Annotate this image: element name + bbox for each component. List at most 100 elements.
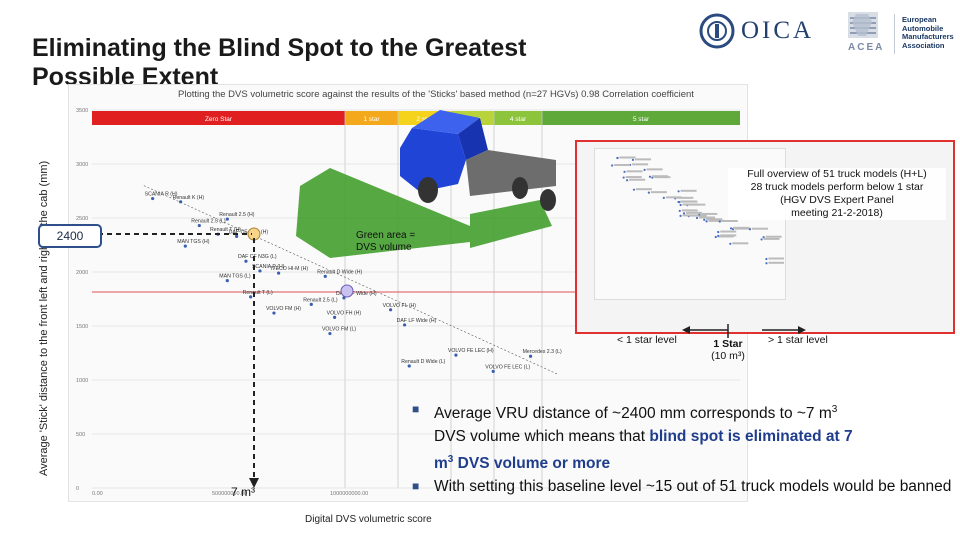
data-point [235, 234, 239, 238]
inset-point-label [635, 188, 652, 191]
inset-point-label [763, 237, 780, 240]
data-point-label: MAN TGS (L) [219, 274, 251, 280]
inset-point-label [629, 178, 646, 181]
star-band-label: 1 star [363, 116, 380, 123]
star-band [92, 111, 345, 125]
inset-point-label [717, 235, 734, 238]
star-level-arrows [682, 324, 806, 338]
one-star-line1: 1 Star [713, 338, 743, 350]
data-point-label: DAF CF Wide (H) [336, 291, 377, 297]
green-area-right [470, 200, 552, 248]
data-point [402, 323, 407, 327]
data-point [454, 353, 458, 357]
star-band [345, 111, 398, 125]
seven-m3-label: 7 m³ [231, 485, 255, 499]
inset-data-point [662, 196, 665, 199]
inset-point-label [619, 156, 636, 159]
x-axis-label: Digital DVS volumetric score [305, 514, 432, 525]
inset-data-point [679, 203, 682, 207]
y-tick-label: 500 [76, 432, 85, 438]
inset-data-point [632, 188, 636, 191]
y-tick-label: 0 [76, 486, 79, 492]
inset-data-point [631, 158, 635, 161]
data-point [225, 217, 229, 221]
inset-point-label [698, 216, 715, 219]
bullet-square-icon: ■ [412, 479, 420, 494]
inset-data-point [695, 216, 699, 220]
y-tick-label: 1000 [76, 378, 88, 384]
inset-data-point [762, 236, 765, 239]
data-point [528, 354, 533, 358]
star-band-label: 2 star [416, 116, 433, 123]
acea-name-line: European [902, 15, 937, 24]
bullet2-text: With setting this baseline level ~15 out… [434, 478, 952, 496]
bullet-item: ■ With setting this baseline level ~15 o… [412, 475, 952, 498]
inset-note-line: 28 truck models perform below 1 star [750, 181, 924, 193]
y-tick-label: 2500 [76, 216, 88, 222]
inset-data-point [729, 227, 733, 230]
inset-data-point [626, 179, 629, 182]
inset-data-point [748, 228, 752, 231]
y-tick-label: 3000 [76, 162, 88, 168]
data-point-label: Renault D Wide (H) [317, 269, 362, 275]
inset-point-label [681, 209, 698, 212]
acea-name-line: Manufacturers [902, 32, 954, 41]
data-point-label: DAF CF N3G (L) [238, 254, 277, 260]
inset-data-point [765, 262, 768, 265]
data-point [183, 244, 187, 248]
inset-data-point [616, 156, 619, 160]
inset-note-line: Full overview of 51 truck models (H+L) [747, 168, 927, 180]
data-point-label: IVECO HI-M (H) [271, 266, 309, 272]
y-tick-label: 2000 [76, 270, 88, 276]
y-tick-label: 1500 [76, 324, 88, 330]
inset-data-point [678, 209, 681, 213]
star-band-label: Zero Star [205, 116, 233, 123]
inset-data-point [679, 214, 682, 217]
inset-data-point [714, 235, 717, 239]
bullet-square-icon: ■ [412, 402, 420, 416]
data-point-label: Renault 2.5 (L) [191, 219, 226, 225]
inset-data-point [705, 220, 708, 223]
acea-abbr: ACEA [848, 42, 885, 53]
data-point [258, 269, 262, 273]
inset-point-label [706, 218, 723, 221]
bullet-list: ■ Average VRU distance of ~2400 mm corre… [412, 398, 952, 498]
inset-point-label [682, 203, 699, 206]
acea-logo: ACEA European Automobile Manufacturers A… [846, 10, 954, 56]
y-tick-label: 3500 [76, 108, 88, 114]
data-point [249, 295, 253, 299]
data-point [333, 315, 337, 319]
green-area-label: Green area = DVS volume [356, 230, 415, 254]
bullet1-sup: 3 [831, 404, 838, 415]
inset-data-point [729, 242, 732, 245]
data-point [225, 279, 229, 283]
acea-name-line: Automobile [902, 23, 944, 33]
star-band [542, 111, 740, 125]
arrow-down-icon [249, 478, 259, 488]
inset-point-label [708, 219, 725, 222]
data-point-label: Mercedes 2.3 (L) [523, 349, 562, 355]
bullet-item: ■ Average VRU distance of ~2400 mm corre… [412, 398, 952, 475]
inset-data-point [717, 234, 720, 237]
inset-data-point [677, 190, 680, 193]
inset-point-label [680, 200, 697, 203]
data-point [491, 369, 495, 373]
acea-name-line: Association [902, 40, 945, 50]
data-point-label: DAF LF Wide (H) [397, 318, 437, 324]
slide-title-line1: Eliminating the Blind Spot to the Greate… [32, 34, 527, 62]
data-point-label: Renault T (L) [243, 290, 273, 296]
inset-data-point [611, 164, 614, 167]
chart-title: Plotting the DVS volumetric score agains… [178, 89, 694, 100]
data-point [407, 364, 411, 368]
inset-scatter [611, 156, 784, 265]
highlight-point-average [340, 284, 354, 298]
inset-point-label [626, 170, 643, 173]
inset-point-label [650, 191, 667, 194]
data-point-label: Renault T (H) [210, 227, 241, 233]
inset-point-label [720, 230, 737, 233]
data-point [309, 302, 313, 306]
inset-point-label [686, 211, 703, 214]
below-one-star-label: < 1 star level [617, 334, 677, 346]
inset-point-label [646, 168, 663, 171]
